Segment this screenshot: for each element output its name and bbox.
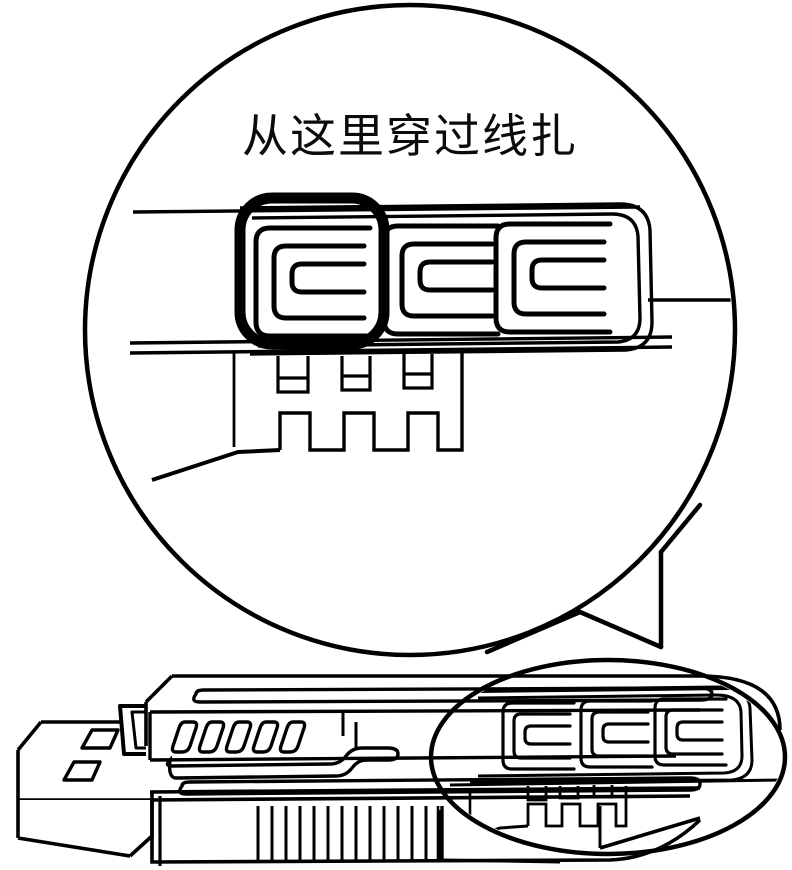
- housing-chamfer-line: [151, 448, 281, 482]
- vent-hole-5: [278, 720, 307, 754]
- connector-cutout-2: [62, 760, 102, 782]
- magnified-detail: [129, 202, 732, 482]
- housing-groove-step: [165, 746, 400, 780]
- housing-outline-inner: [251, 212, 642, 348]
- device-detail-region: [439, 685, 782, 850]
- magnifier-callout: 从这里穿过线扎: [82, 2, 738, 658]
- highlight-box: [234, 192, 390, 350]
- housing-bottom-edge-1: [129, 335, 673, 345]
- small-tab-3: [402, 354, 434, 390]
- vent-hole-3: [224, 720, 253, 754]
- small-tab-2: [340, 356, 372, 392]
- small-tab-1: [276, 356, 310, 394]
- device-callout-ellipse: [428, 657, 788, 857]
- magnifier-circle-outline: [82, 2, 738, 658]
- tie-slot-2: [384, 226, 498, 334]
- vent-hole-4: [251, 720, 280, 754]
- grip-ribs: [256, 806, 428, 862]
- housing-bottom-edge-2: [129, 345, 673, 355]
- connector-cutout-1: [80, 728, 120, 750]
- drive-housing: [144, 674, 782, 866]
- usb-flash-drive: [16, 657, 788, 866]
- vent-hole-2: [197, 720, 226, 754]
- housing-top-edge: [132, 205, 641, 214]
- crenellation-profile: [278, 353, 464, 452]
- vent-hole-1: [170, 720, 199, 754]
- instruction-text: 从这里穿过线扎: [242, 109, 578, 163]
- tie-slot-3: [496, 224, 610, 332]
- usb-a-connector: [16, 704, 154, 858]
- tie-slot-1: [256, 228, 370, 336]
